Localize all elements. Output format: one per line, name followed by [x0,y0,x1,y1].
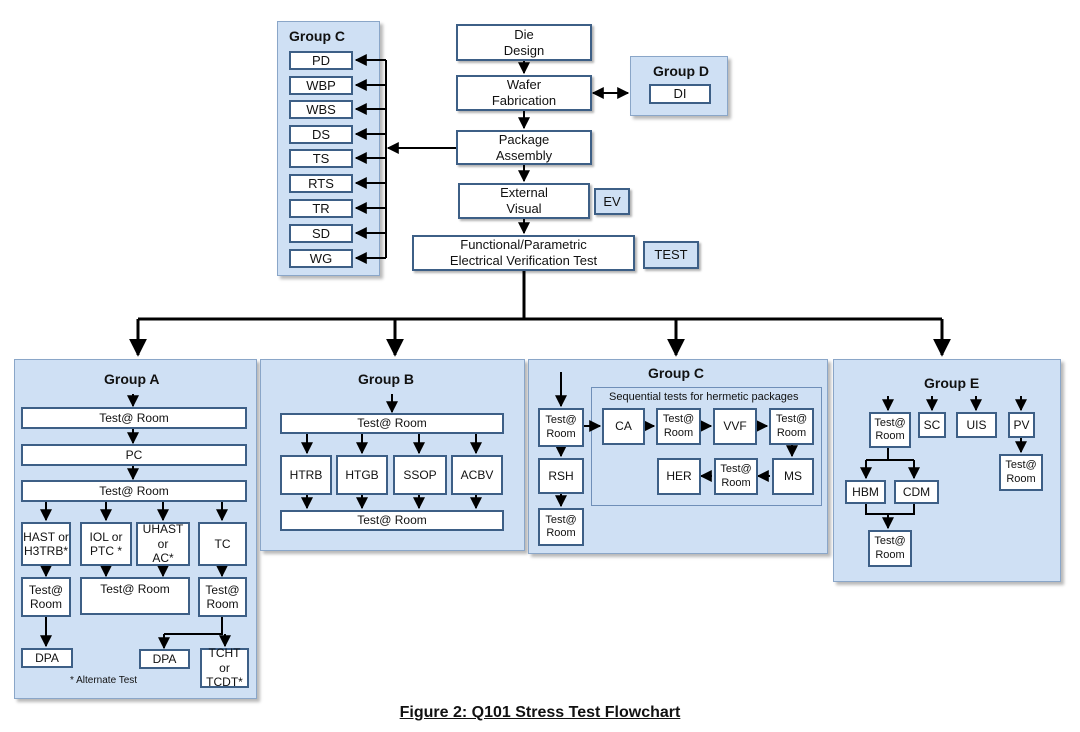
group-e-sc: SC [918,412,946,438]
group-c-item-wbs: WBS [289,100,353,119]
ev-box: EV [594,188,630,215]
functional-test-box: Functional/Parametric Electrical Verific… [412,235,635,271]
group-b-title: Group B [358,371,414,387]
group-a-test-room-mid: Test@ Room [80,577,190,615]
group-d-item-di: DI [649,84,711,104]
group-c-test-room-3: Test@ Room [769,408,814,445]
group-c-item-ds: DS [289,125,353,144]
sequential-tests-label: Sequential tests for hermetic packages [609,391,799,403]
group-e-hbm: HBM [845,480,886,504]
group-b-htrb: HTRB [280,455,332,495]
group-a-tc: TC [198,522,247,566]
group-c-rsh: RSH [538,458,584,494]
group-c-item-ts: TS [289,149,353,168]
group-a-test-room-tc: Test@ Room [198,577,247,617]
group-a-dpa-left: DPA [21,648,73,668]
group-b-htgb: HTGB [336,455,388,495]
group-b-test-room-bottom: Test@ Room [280,510,504,531]
group-c-item-rts: RTS [289,174,353,193]
group-b-ssop: SSOP [393,455,447,495]
group-a-title: Group A [104,371,160,387]
group-c-item-wg: WG [289,249,353,268]
group-c-test-room-left: Test@ Room [538,408,584,447]
wafer-fabrication-box: Wafer Fabrication [456,75,592,111]
group-a-iol: IOL or PTC * [80,522,132,566]
group-c-item-pd: PD [289,51,353,70]
group-b-acbv: ACBV [451,455,503,495]
group-b-test-room-top: Test@ Room [280,413,504,434]
external-visual-box: External Visual [458,183,590,219]
group-a-tcht: TCHT or TCDT* [200,646,249,689]
group-e-title: Group E [924,375,980,391]
group-c-top-title: Group C [289,28,345,44]
group-e-test-room-pv: Test@ Room [999,454,1043,491]
figure-caption: Figure 2: Q101 Stress Test Flowchart [399,704,681,721]
group-a-uhast: UHAST or AC* [136,522,190,566]
group-a-test-room-2: Test@ Room [21,480,247,502]
group-e-pv: PV [1008,412,1035,438]
group-c-ms: MS [772,458,814,495]
group-e-test-room-bottom: Test@ Room [868,530,912,567]
group-c-test-room-4: Test@ Room [714,458,758,495]
group-c-item-wbp: WBP [289,76,353,95]
group-d-title: Group D [653,63,709,79]
group-c-item-tr: TR [289,199,353,218]
group-e-test-room-1: Test@ Room [869,412,911,448]
group-a-test-room-1: Test@ Room [21,407,247,429]
group-a-hast: HAST or H3TRB* [21,522,71,566]
group-c-ca: CA [602,408,645,445]
group-a-test-room-left: Test@ Room [21,577,71,617]
group-e-uis: UIS [956,412,997,438]
package-assembly-box: Package Assembly [456,130,592,165]
group-e-cdm: CDM [894,480,939,504]
die-design-box: Die Design [456,24,592,61]
group-c-her: HER [657,458,701,495]
alternate-test-note: * Alternate Test [70,675,138,686]
group-c-test-room-2: Test@ Room [656,408,701,445]
group-a-pc: PC [21,444,247,466]
test-box: TEST [643,241,699,269]
group-c-item-sd: SD [289,224,353,243]
group-a-dpa-right: DPA [139,649,190,669]
group-c-vvf: VVF [713,408,757,445]
group-c-test-room-bottom: Test@ Room [538,508,584,546]
group-c-bottom-title: Group C [648,365,704,381]
